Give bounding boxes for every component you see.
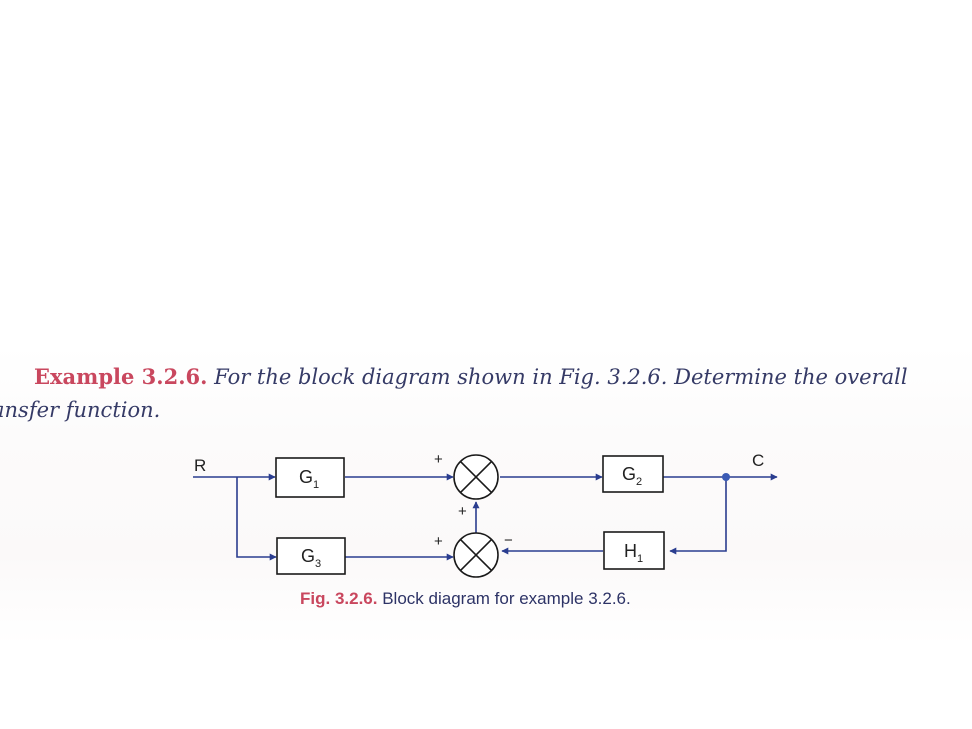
block-g1-label: G1 bbox=[299, 467, 319, 491]
output-label-c: C bbox=[752, 451, 764, 470]
block-g1 bbox=[275, 457, 345, 498]
sign-top-sum-bottom: + bbox=[458, 503, 467, 520]
signal-lines bbox=[193, 473, 778, 561]
figure-caption-text: Block diagram for example 3.2.6. bbox=[382, 589, 631, 608]
summing-junction-top bbox=[453, 454, 499, 500]
example-label: Example 3.2.6. bbox=[34, 364, 208, 389]
block-h1-label: H1 bbox=[624, 541, 643, 565]
example-statement-continuation: ansfer function. bbox=[0, 398, 160, 422]
line-branch-to-g3 bbox=[236, 477, 277, 561]
block-g3 bbox=[276, 537, 346, 575]
line-feedback-to-h1 bbox=[669, 477, 727, 555]
example-statement: For the block diagram shown in Fig. 3.2.… bbox=[214, 365, 908, 389]
continuation-text: ansfer function. bbox=[0, 398, 161, 422]
summing-junction-bottom bbox=[453, 532, 499, 578]
block-g2-label: G2 bbox=[622, 464, 642, 488]
sign-bottom-sum-right: − bbox=[504, 532, 513, 549]
pickoff-point bbox=[722, 473, 730, 481]
sign-top-sum-left: + bbox=[434, 451, 443, 468]
example-heading: Example 3.2.6. For the block diagram sho… bbox=[34, 364, 972, 389]
block-g2 bbox=[602, 455, 664, 493]
figure-caption-label: Fig. 3.2.6. bbox=[300, 589, 378, 608]
figure-caption: Fig. 3.2.6. Block diagram for example 3.… bbox=[300, 589, 631, 609]
block-g3-label: G3 bbox=[301, 546, 321, 570]
block-h1 bbox=[603, 531, 665, 570]
sign-bottom-sum-left: + bbox=[434, 533, 443, 550]
input-label-r: R bbox=[194, 456, 206, 475]
